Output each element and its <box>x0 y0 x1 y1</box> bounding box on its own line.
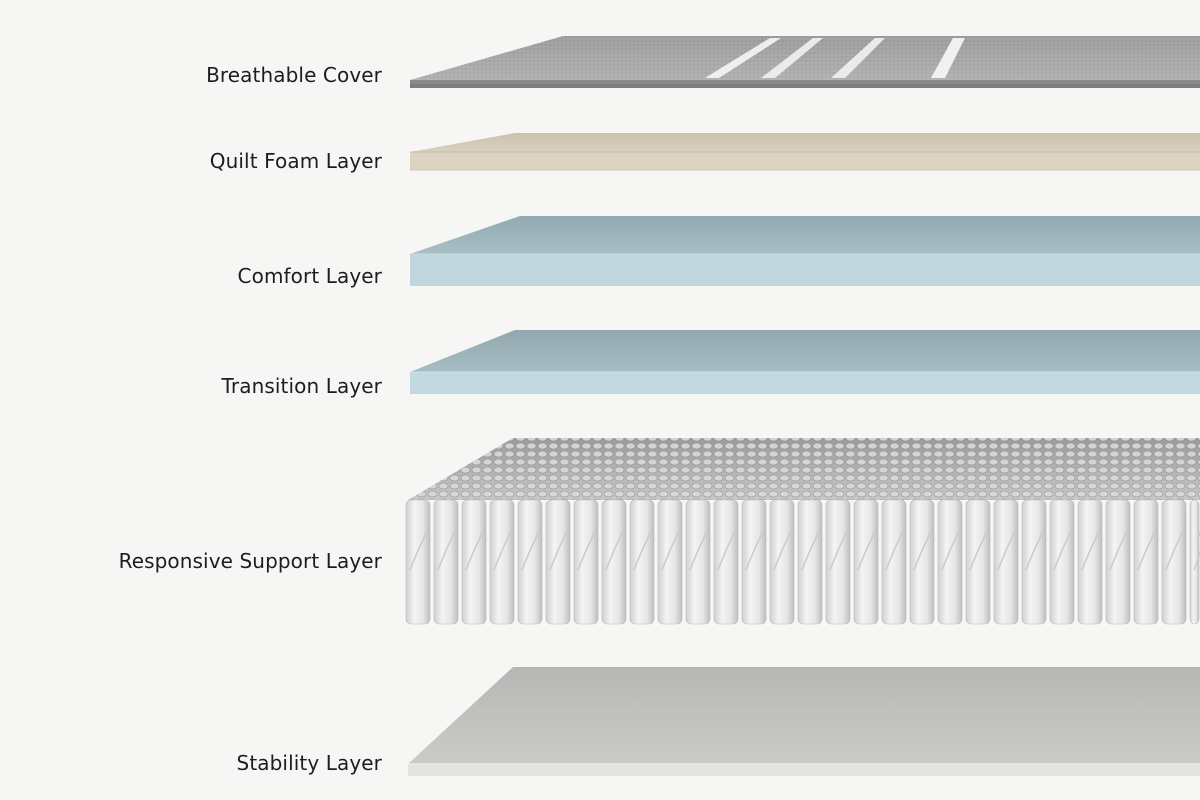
coil-pocket <box>685 499 711 625</box>
coil-pocket <box>1133 499 1159 625</box>
breathable-cover-label: Breathable Cover <box>206 63 382 87</box>
coil-seam <box>829 529 849 571</box>
stability-layer <box>405 664 1200 782</box>
coil-seam <box>717 529 737 571</box>
comfort-layer-label: Comfort Layer <box>237 264 382 288</box>
stability-layer-icon <box>408 667 1200 776</box>
responsive-support-layer-label: Responsive Support Layer <box>118 549 382 573</box>
coil-seam <box>745 529 765 571</box>
coil-seam <box>801 529 821 571</box>
coil-seam <box>857 529 877 571</box>
quilt-foam-layer-icon <box>410 133 1200 171</box>
pocket-coil-springs-icon <box>405 438 1200 625</box>
transition-layer <box>405 326 1200 398</box>
comfort-layer-icon <box>410 216 1200 286</box>
comfort-layer <box>405 212 1200 290</box>
coil-seam <box>605 529 625 571</box>
coil-pocket <box>433 499 459 625</box>
coil-pocket <box>965 499 991 625</box>
coil-seam <box>1025 529 1045 571</box>
stability-layer-label: Stability Layer <box>236 751 382 775</box>
coil-seam <box>913 529 933 571</box>
quilt-foam-layer <box>405 130 1200 176</box>
coil-seam <box>1137 529 1157 571</box>
coil-seam <box>969 529 989 571</box>
breathable-cover-icon <box>410 36 1200 88</box>
coil-pocket <box>993 499 1019 625</box>
coil-seam <box>409 529 429 571</box>
coil-seam <box>1109 529 1129 571</box>
coil-seam <box>465 529 485 571</box>
coil-seam <box>577 529 597 571</box>
coil-pocket <box>657 499 683 625</box>
coil-pocket <box>769 499 795 625</box>
coil-seam <box>1081 529 1101 571</box>
coil-pocket <box>1021 499 1047 625</box>
coil-pocket <box>1077 499 1103 625</box>
coil-pocket <box>517 499 543 625</box>
coil-pocket <box>881 499 907 625</box>
coil-seam <box>997 529 1017 571</box>
coil-seam <box>1053 529 1073 571</box>
coil-pocket <box>1189 499 1200 625</box>
coil-pocket <box>601 499 627 625</box>
transition-layer-label: Transition Layer <box>221 374 382 398</box>
coil-pocket <box>489 499 515 625</box>
quilt-foam-layer-label: Quilt Foam Layer <box>209 149 382 173</box>
coil-pocket <box>1049 499 1075 625</box>
coil-seam <box>773 529 793 571</box>
coil-seam <box>437 529 457 571</box>
coil-seam <box>885 529 905 571</box>
coil-pocket <box>713 499 739 625</box>
coil-pocket <box>741 499 767 625</box>
coil-seam <box>1193 529 1200 571</box>
coil-pocket <box>629 499 655 625</box>
coil-seam <box>689 529 709 571</box>
coil-pocket <box>853 499 879 625</box>
coil-seam <box>941 529 961 571</box>
coil-pocket <box>405 499 431 625</box>
coil-pocket <box>573 499 599 625</box>
coil-pocket <box>545 499 571 625</box>
transition-layer-icon <box>410 330 1200 394</box>
coil-pocket <box>797 499 823 625</box>
coil-pocket <box>909 499 935 625</box>
coil-pocket <box>1161 499 1187 625</box>
breathable-cover-layer <box>405 32 1200 94</box>
coil-seam <box>493 529 513 571</box>
coil-seam <box>549 529 569 571</box>
coil-pocket <box>825 499 851 625</box>
coil-pocket <box>461 499 487 625</box>
coil-seam <box>633 529 653 571</box>
coil-pocket <box>1105 499 1131 625</box>
responsive-support-layer <box>405 434 1200 630</box>
coil-pocket <box>937 499 963 625</box>
coil-seam <box>521 529 541 571</box>
coil-seam <box>1165 529 1185 571</box>
coil-seam <box>661 529 681 571</box>
